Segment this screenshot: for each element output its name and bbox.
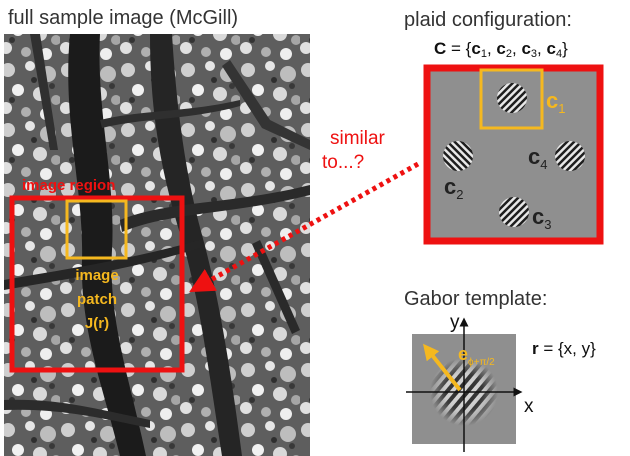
set-c1-sub: 1 (481, 48, 487, 60)
c2-sub: 2 (456, 187, 463, 202)
set-sep-2: , (512, 39, 521, 58)
image-patch-label-line3: J(r) (85, 315, 109, 332)
c3-sub: 3 (544, 217, 551, 232)
vector-sub: ϕ+π/2 (468, 357, 495, 368)
gabor-title: Gabor template: (404, 288, 547, 310)
vector-label: eϕ+π/2 (458, 344, 495, 368)
set-c3-letter: c (521, 39, 530, 58)
gabor-blob-c4 (555, 141, 585, 171)
image-region-box (9, 195, 185, 373)
similarity-arrow (189, 161, 420, 293)
r-definition: r = {x, y} (532, 339, 596, 358)
set-close: } (562, 39, 568, 58)
plaid-title: plaid configuration: (404, 9, 572, 31)
set-c2-letter: c (496, 39, 505, 58)
similar-label: similar (330, 128, 386, 149)
plaid-set-definition: C = {c1, c2, c3, c4} (434, 39, 568, 60)
component-label-c4: c4 (528, 144, 547, 172)
x-axis-label: x (524, 396, 534, 417)
gabor-blob-c2 (443, 141, 473, 171)
orientation-vector (423, 343, 462, 392)
image-patch-label-line2: patch (77, 291, 117, 308)
plaid-component-highlight (479, 68, 544, 130)
to-label: to...? (322, 152, 364, 173)
c4-sub: 4 (540, 157, 547, 172)
image-patch-label-line1: image (75, 267, 118, 284)
c2-letter: c (444, 174, 456, 199)
gabor-blob-c3 (499, 197, 529, 227)
set-sep-1: , (487, 39, 496, 58)
component-label-c1: c1 (546, 88, 565, 116)
set-symbol: C (434, 39, 446, 58)
c3-letter: c (532, 204, 544, 229)
y-axis-label: y (450, 312, 460, 333)
r-def: = {x, y} (539, 339, 596, 358)
set-c2-sub: 2 (506, 48, 512, 60)
c4-letter: c (528, 144, 540, 169)
set-sep-3: , (537, 39, 546, 58)
r-symbol: r (532, 339, 539, 358)
component-label-c2: c2 (444, 174, 463, 202)
set-c1-letter: c (471, 39, 480, 58)
set-c4-sub: 4 (556, 48, 562, 60)
gabor-blob-c1 (497, 83, 527, 113)
vector-letter: e (458, 344, 468, 364)
c1-letter: c (546, 88, 558, 113)
c1-sub: 1 (558, 101, 565, 116)
sample-image-title: full sample image (McGill) (8, 7, 238, 29)
image-patch-box (65, 199, 128, 260)
set-open: = { (446, 39, 471, 58)
tree-photograph (4, 34, 310, 456)
set-c3-sub: 3 (531, 48, 537, 60)
set-c4-letter: c (546, 39, 555, 58)
component-label-c3: c3 (532, 204, 551, 232)
image-region-label: image region (22, 177, 115, 194)
